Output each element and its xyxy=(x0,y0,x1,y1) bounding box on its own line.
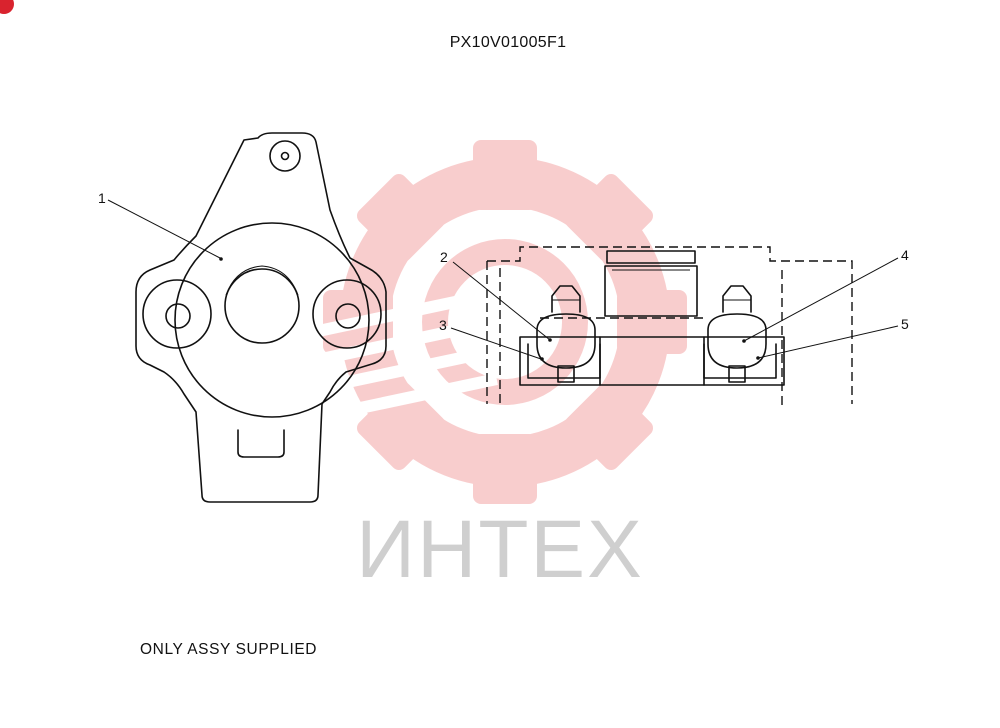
watermark-text: ИНТЕХ xyxy=(356,504,644,595)
callout-1: 1 xyxy=(98,190,106,206)
housing-section-view xyxy=(486,246,853,408)
callout-2: 2 xyxy=(440,249,448,265)
watermark-gear-icon xyxy=(301,140,687,504)
supply-note: ONLY ASSY SUPPLIED xyxy=(140,641,317,658)
corner-mark xyxy=(0,0,14,14)
diagram-title: PX10V01005F1 xyxy=(450,34,567,51)
leader-lines xyxy=(107,199,899,360)
housing-front-view xyxy=(135,132,387,503)
watermark-logo xyxy=(301,140,687,504)
callout-5: 5 xyxy=(901,316,909,332)
callout-3: 3 xyxy=(439,317,447,333)
callout-4: 4 xyxy=(901,247,909,263)
